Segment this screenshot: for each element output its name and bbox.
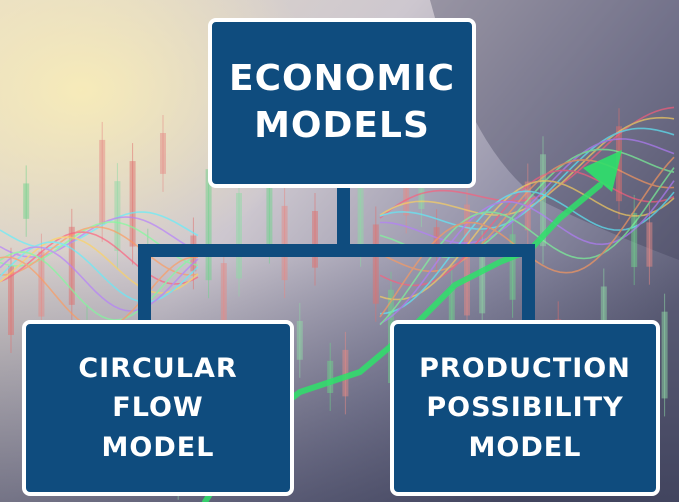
background-candle (236, 193, 242, 279)
background-candle (114, 181, 121, 251)
background-wave-line (0, 226, 199, 276)
background-candle (327, 360, 334, 393)
background-candle (646, 222, 653, 267)
background-wave-line (0, 251, 199, 321)
background-wave-line (379, 180, 675, 301)
child-node-label-line-2: POSSIBILITY (426, 392, 624, 424)
background-candle (403, 178, 410, 216)
root-node-economic-models: ECONOMIC MODELS (208, 18, 476, 188)
background-candle (23, 183, 30, 219)
background-candle (433, 227, 440, 257)
background-candle (661, 311, 668, 399)
connector-horizontal-bar (138, 244, 535, 257)
root-node-label-line-2: MODELS (254, 105, 430, 146)
background-candle (220, 263, 227, 326)
background-candle (464, 204, 470, 316)
background-candle (342, 349, 349, 397)
connector-left-vertical (138, 244, 151, 322)
background-candle (631, 212, 638, 268)
background-wave-line (379, 190, 675, 315)
background-candle (509, 234, 516, 300)
connector-root-vertical (337, 186, 350, 248)
child-node-label-line-2: FLOW (112, 392, 204, 424)
background-candle (38, 251, 45, 317)
background-wave-line (379, 167, 675, 326)
background-wave-line (0, 246, 199, 312)
root-node-label-line-1: ECONOMIC (229, 58, 455, 100)
child-node-production-possibility-model: PRODUCTION POSSIBILITY MODEL (390, 320, 660, 496)
background-candle (357, 181, 364, 249)
background-candle (372, 224, 379, 304)
child-node-label-line-1: PRODUCTION (419, 353, 631, 385)
background-candle (8, 265, 14, 335)
child-node-label-line-1: CIRCULAR (78, 353, 238, 385)
background-wave-line (379, 127, 675, 230)
background-candle (160, 133, 166, 174)
background-wave-line (0, 216, 199, 258)
background-wave-line (379, 159, 675, 272)
background-candle (99, 139, 106, 225)
background-candle (296, 320, 303, 360)
child-node-circular-flow-model: CIRCULAR FLOW MODEL (22, 320, 294, 496)
background-candle (312, 211, 318, 268)
child-node-label-line-3: MODEL (468, 431, 582, 463)
background-wave-line (380, 138, 675, 244)
background-wave-line (379, 180, 675, 325)
background-candle (281, 205, 288, 281)
child-node-label-line-3: MODEL (101, 431, 215, 463)
background-candle (616, 126, 622, 202)
background-candle (266, 180, 273, 246)
background-candle (479, 248, 486, 314)
background-candle (540, 154, 546, 247)
background-candle (205, 169, 212, 281)
background-candle (129, 161, 136, 247)
connector-right-vertical (522, 244, 535, 322)
